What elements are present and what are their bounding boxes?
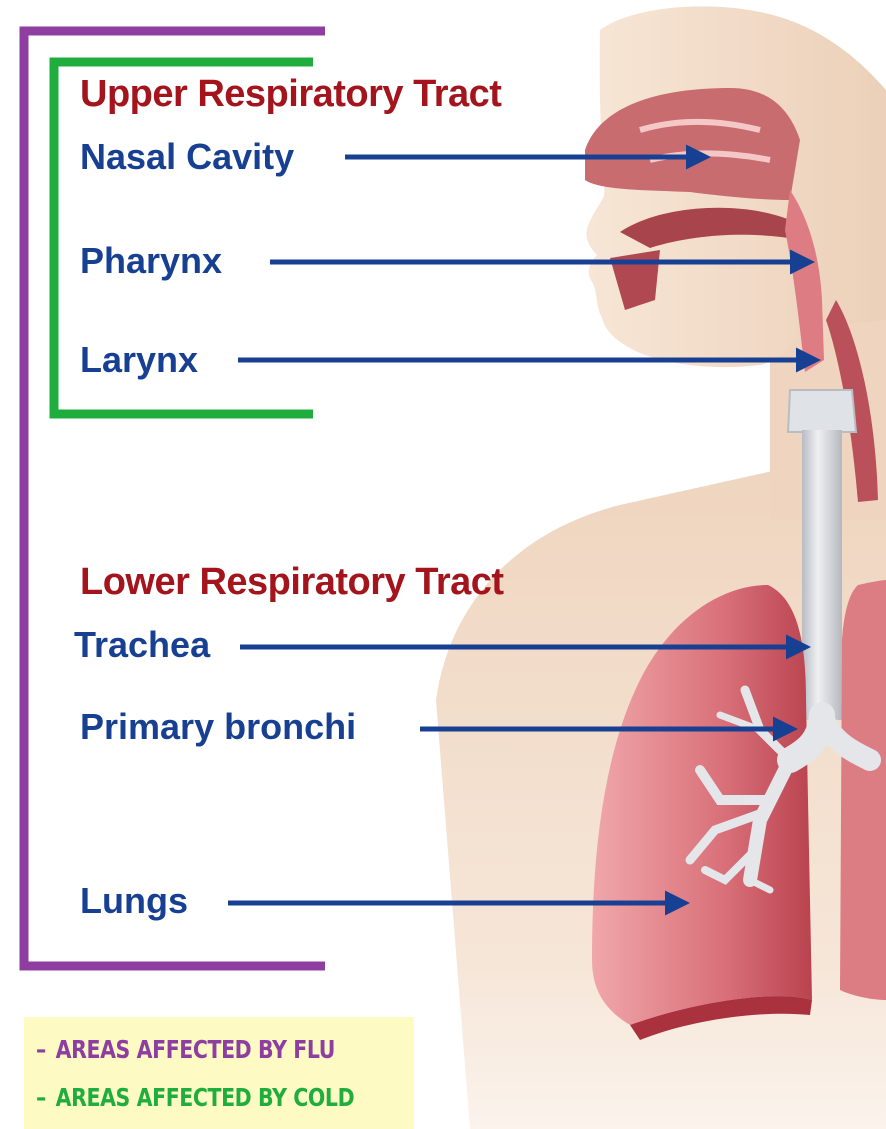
legend-cold-dash: – xyxy=(36,1083,46,1112)
lower-tract-heading: Lower Respiratory Tract xyxy=(80,561,504,604)
legend-cold-text: AREAS AFFECTED BY COLD xyxy=(56,1083,355,1112)
legend-cold: –AREAS AFFECTED BY COLD xyxy=(36,1083,354,1112)
label-trachea: Trachea xyxy=(74,624,210,666)
label-nasal-cavity: Nasal Cavity xyxy=(80,136,294,178)
upper-tract-heading: Upper Respiratory Tract xyxy=(80,73,501,116)
trachea-shape xyxy=(802,430,842,720)
label-lungs: Lungs xyxy=(80,880,188,922)
legend-flu-text: AREAS AFFECTED BY FLU xyxy=(56,1035,335,1064)
right-lung-shape xyxy=(840,580,886,1000)
label-larynx: Larynx xyxy=(80,339,198,381)
label-primary-bronchi: Primary bronchi xyxy=(80,706,356,748)
larynx-shape xyxy=(788,390,856,432)
legend: –AREAS AFFECTED BY FLU –AREAS AFFECTED B… xyxy=(24,1017,414,1129)
label-pharynx: Pharynx xyxy=(80,240,222,282)
legend-flu: –AREAS AFFECTED BY FLU xyxy=(36,1035,335,1064)
legend-flu-dash: – xyxy=(36,1035,46,1064)
